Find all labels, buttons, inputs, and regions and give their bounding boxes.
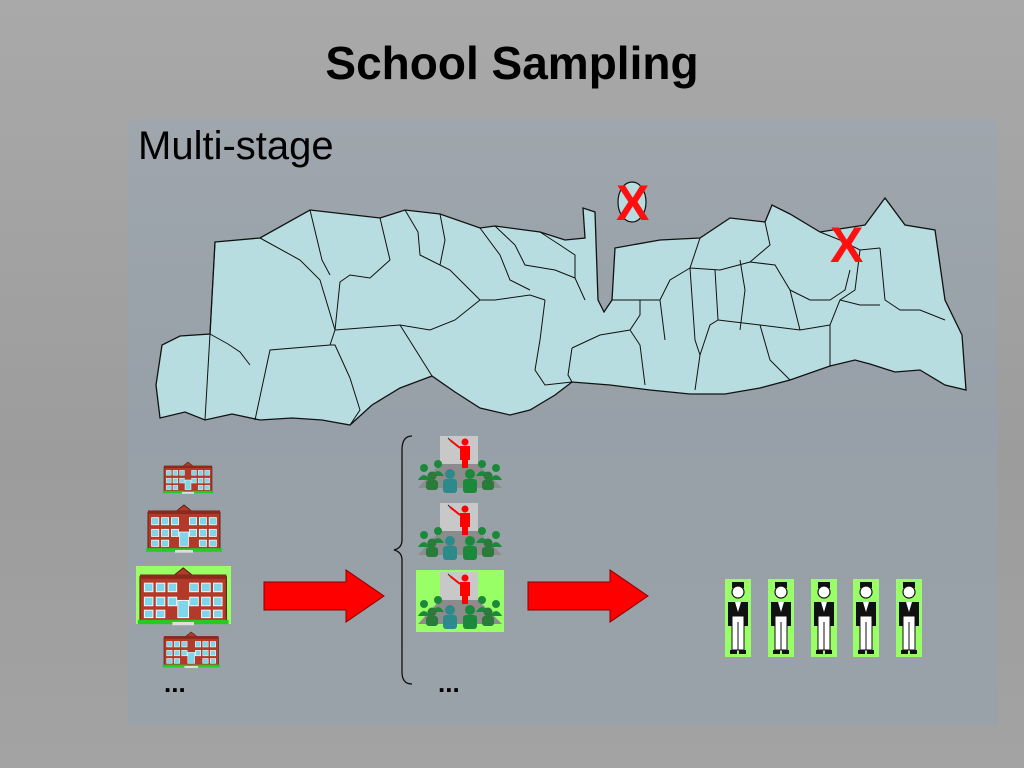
selected-district-marker: X xyxy=(616,175,650,231)
selected-district-marker: X xyxy=(830,217,864,273)
student-list xyxy=(724,578,923,658)
school-list xyxy=(136,461,231,669)
arrow-right-icon xyxy=(263,569,385,623)
student-icon xyxy=(767,578,795,658)
school-building-icon xyxy=(137,567,230,626)
student-icon xyxy=(895,578,923,658)
classroom-list xyxy=(416,435,504,632)
school-building-icon xyxy=(145,504,223,554)
arrow-right-icon xyxy=(527,569,649,623)
student-icon xyxy=(810,578,838,658)
student-icon xyxy=(852,578,880,658)
subtitle: Multi-stage xyxy=(138,124,334,168)
classrooms-ellipsis: ... xyxy=(438,668,460,698)
schools-ellipsis: ... xyxy=(164,668,186,698)
curly-brace xyxy=(393,435,413,685)
school-building-icon xyxy=(162,461,214,495)
classroom-icon xyxy=(417,435,503,494)
region-map xyxy=(155,181,967,426)
school-building-icon xyxy=(162,631,221,669)
district-borders xyxy=(204,209,946,426)
student-icon xyxy=(724,578,752,658)
classroom-icon xyxy=(417,502,503,561)
page-title: School Sampling xyxy=(325,37,699,89)
region-outline xyxy=(155,196,967,426)
island-district xyxy=(617,181,647,223)
